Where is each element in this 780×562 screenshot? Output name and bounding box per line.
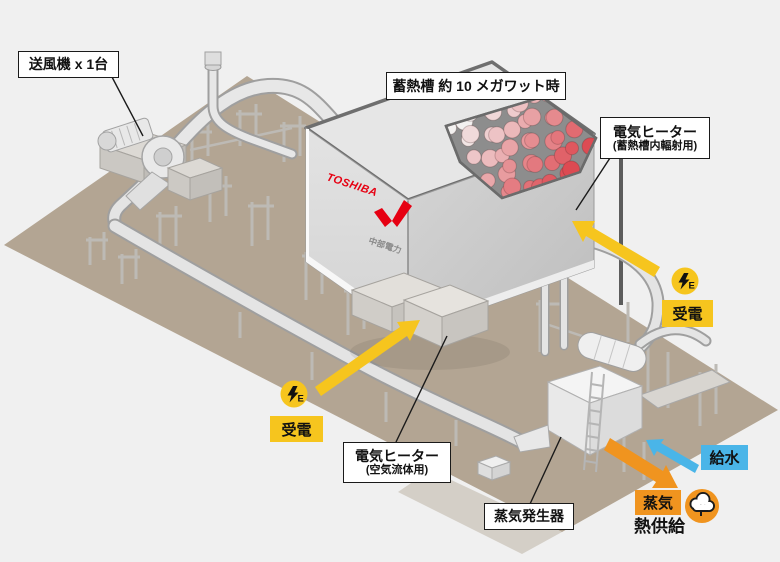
ladder	[583, 371, 605, 473]
svg-text:E: E	[689, 281, 695, 292]
steam-generator	[476, 332, 732, 481]
power-icon-left: E	[280, 380, 308, 408]
heater-air-label: 電気ヒーター (空気流体用)	[343, 442, 451, 483]
heat-supply-icon	[685, 489, 719, 523]
power-receive-label-left: 受電	[270, 416, 323, 442]
blower-unit	[97, 117, 224, 211]
heater-radiation-label: 電気ヒーター (蓄熱槽内輻射用)	[600, 117, 710, 159]
water-supply-label: 給水	[701, 445, 748, 470]
air-heater-box	[350, 272, 490, 348]
steam-generator-label: 蒸気発生器	[484, 503, 574, 530]
blower-label: 送風機 x 1台	[18, 51, 119, 78]
steam-arrow	[604, 438, 678, 488]
bolt-icon	[678, 273, 690, 290]
steam-label: 蒸気	[635, 490, 681, 515]
tank-label: 蓄熱槽 約 10 メガワット時	[386, 72, 566, 100]
power-arrow-left	[315, 320, 420, 396]
bolt-icon	[287, 386, 299, 403]
power-receive-label-right: 受電	[662, 300, 713, 327]
power-icon-right: E	[671, 267, 699, 295]
heat-supply-label: 熱供給	[634, 517, 685, 536]
leader-lines	[111, 76, 611, 505]
water-arrow	[646, 439, 699, 473]
power-arrow-right	[572, 221, 660, 277]
flow-arrows	[315, 221, 699, 488]
svg-text:E: E	[298, 394, 304, 405]
